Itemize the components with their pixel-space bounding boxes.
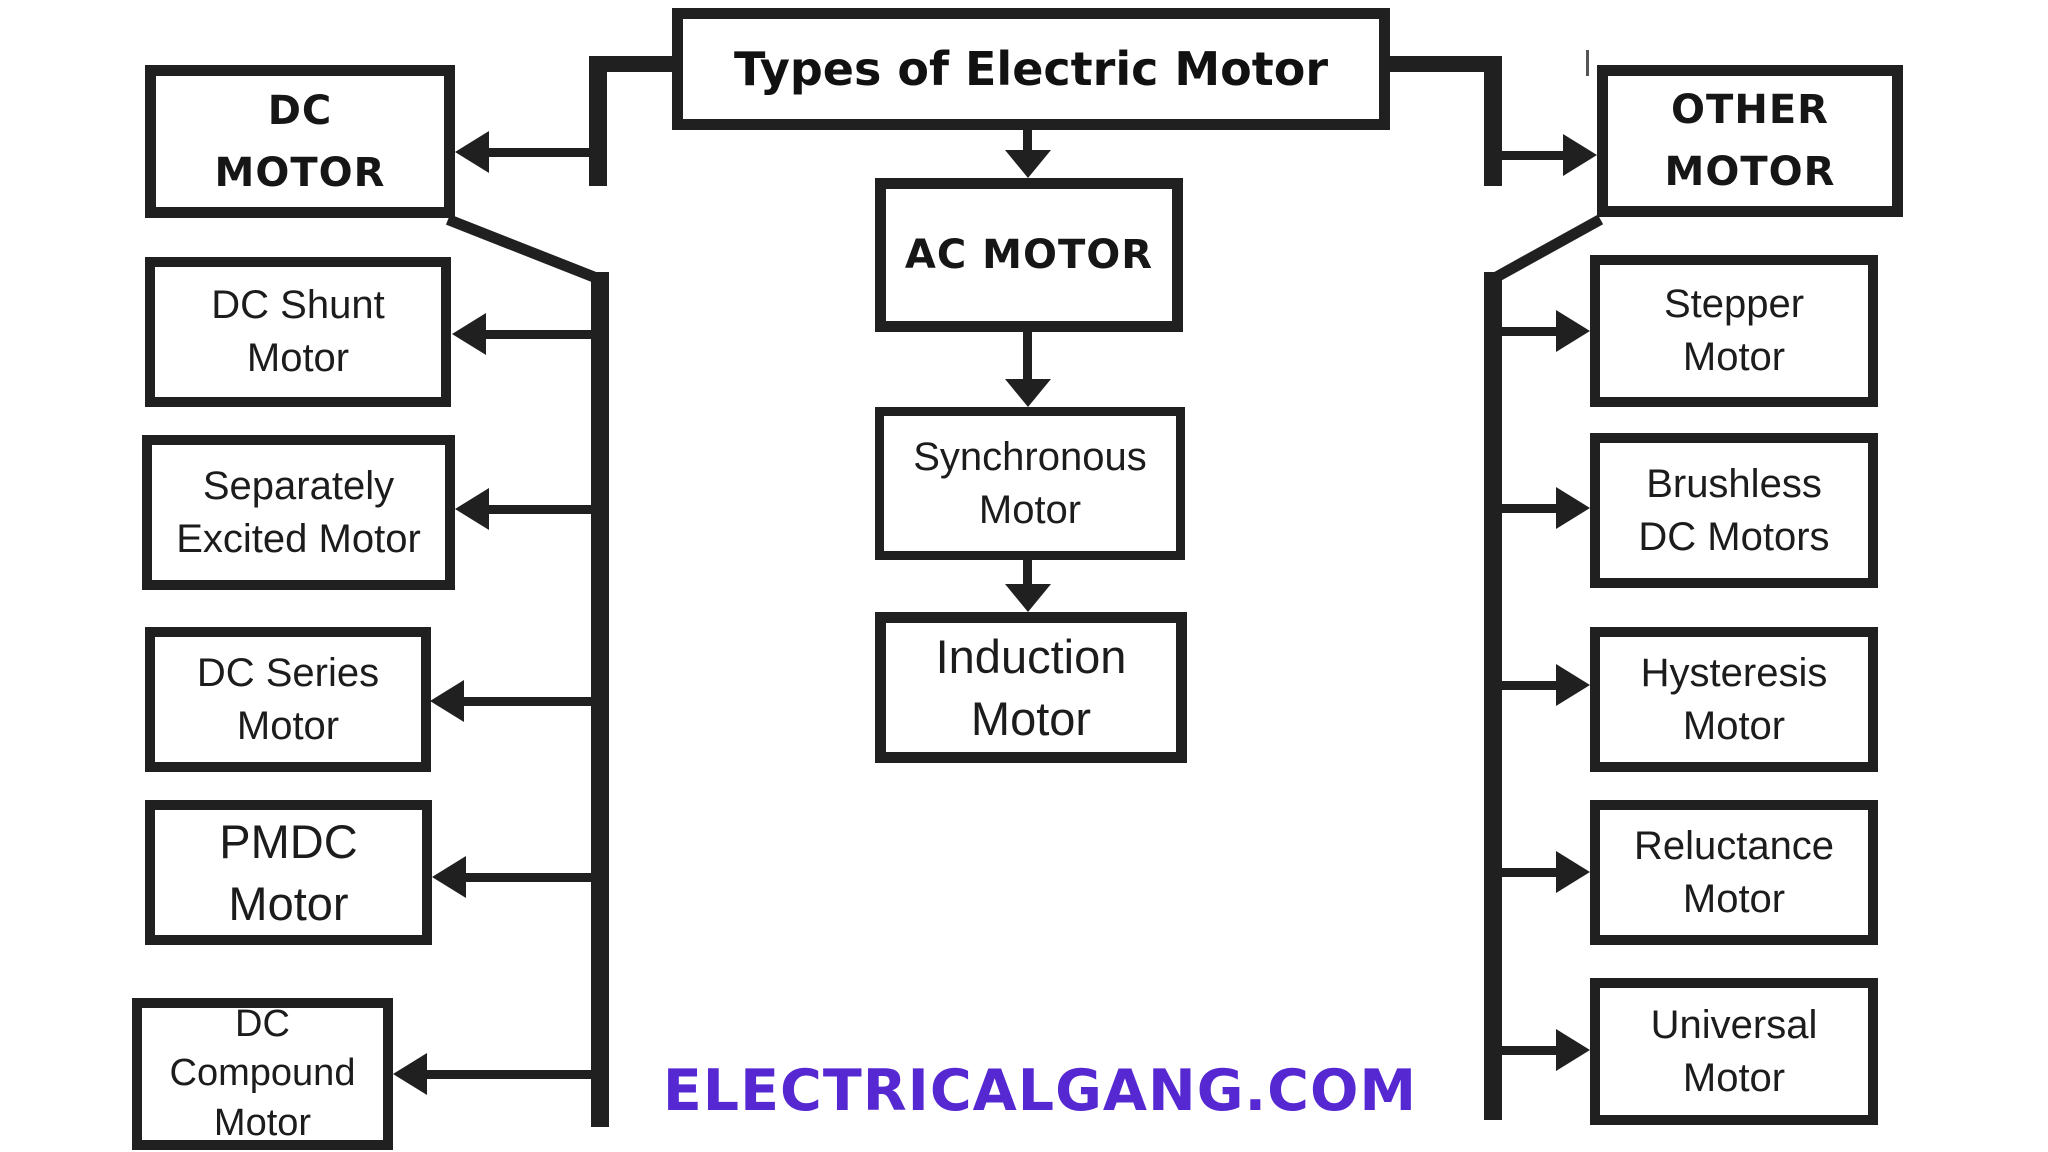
- arrowhead-to-pmdc: [432, 856, 466, 898]
- pmdc-motor-label: PMDC Motor: [219, 815, 358, 930]
- connector-root-left-vertical: [589, 56, 607, 186]
- separately-excited-motor-label: Separately Excited Motor: [176, 463, 421, 561]
- connector-root-to-ac: [1023, 130, 1032, 156]
- connector-to-dc-motor: [484, 148, 591, 157]
- category-box-ac-motor: AC MOTOR: [875, 178, 1183, 332]
- box-universal-motor: Universal Motor: [1590, 978, 1878, 1125]
- other-motor-label-line2: MOTOR: [1664, 149, 1836, 195]
- connector-to-universal: [1500, 1046, 1560, 1055]
- connector-synchronous-to-induction: [1023, 560, 1032, 586]
- induction-motor-label: Induction Motor: [935, 630, 1127, 745]
- box-induction-motor: Induction Motor: [875, 612, 1187, 763]
- arrowhead-to-dc-shunt: [452, 313, 486, 355]
- brushless-dc-motors-label: Brushless DC Motors: [1638, 461, 1830, 559]
- connector-to-dc-series: [458, 697, 591, 706]
- arrowhead-to-separately-excited: [455, 488, 489, 530]
- root-box-types-of-electric-motor: Types of Electric Motor: [672, 8, 1390, 130]
- connector-to-separately-excited: [483, 505, 591, 514]
- connector-root-left-horizontal: [589, 56, 676, 72]
- arrowhead-root-to-ac: [1005, 150, 1051, 178]
- connector-to-other-motor: [1500, 151, 1566, 160]
- dc-series-motor-label: DC Series Motor: [196, 650, 380, 748]
- connector-ac-to-synchronous: [1023, 332, 1032, 382]
- dc-motor-label-line2: MOTOR: [214, 149, 386, 196]
- connector-to-reluctance: [1500, 868, 1560, 877]
- category-box-dc-motor: DC MOTOR: [145, 65, 455, 218]
- universal-motor-label: Universal Motor: [1650, 1002, 1818, 1100]
- dc-motor-label-line1: DC: [267, 87, 333, 134]
- other-motor-label-line1: OTHER: [1671, 87, 1829, 133]
- arrowhead-to-dc-motor: [455, 131, 489, 173]
- ac-motor-label: AC MOTOR: [904, 232, 1154, 278]
- box-reluctance-motor: Reluctance Motor: [1590, 800, 1878, 945]
- box-dc-series-motor: DC Series Motor: [145, 627, 431, 772]
- arrowhead-to-reluctance: [1556, 851, 1590, 893]
- connector-root-right-vertical: [1484, 56, 1502, 186]
- connector-to-pmdc: [460, 873, 591, 882]
- connector-to-dc-compound: [421, 1070, 591, 1079]
- arrowhead-to-dc-compound: [393, 1053, 427, 1095]
- arrowhead-to-universal: [1556, 1029, 1590, 1071]
- connector-to-hysteresis: [1500, 681, 1560, 690]
- box-pmdc-motor: PMDC Motor: [145, 800, 432, 945]
- category-box-other-motor: OTHER MOTOR: [1597, 65, 1903, 217]
- connector-other-trunk: [1484, 272, 1502, 1120]
- connector-to-brushless: [1500, 504, 1560, 513]
- website-watermark: ELECTRICALGANG.COM: [640, 1052, 1440, 1130]
- stray-tick-mark: [1586, 50, 1589, 76]
- box-hysteresis-motor: Hysteresis Motor: [1590, 627, 1878, 772]
- box-synchronous-motor: Synchronous Motor: [875, 407, 1185, 560]
- website-url: ELECTRICALGANG.COM: [662, 1058, 1418, 1124]
- connector-root-right-horizontal: [1390, 56, 1502, 72]
- box-dc-compound-motor: DC Compound Motor: [132, 998, 393, 1150]
- hysteresis-motor-label: Hysteresis Motor: [1640, 650, 1828, 748]
- synchronous-motor-label: Synchronous Motor: [913, 434, 1147, 532]
- arrowhead-to-dc-series: [430, 680, 464, 722]
- arrowhead-to-hysteresis: [1556, 664, 1590, 706]
- box-stepper-motor: Stepper Motor: [1590, 255, 1878, 407]
- connector-other-diagonal: [1489, 214, 1604, 285]
- dc-compound-motor-label: DC Compound Motor: [169, 1002, 356, 1144]
- box-dc-shunt-motor: DC Shunt Motor: [145, 257, 451, 407]
- connector-dc-trunk: [591, 272, 609, 1127]
- arrowhead-ac-to-synchronous: [1005, 379, 1051, 407]
- dc-shunt-motor-label: DC Shunt Motor: [211, 283, 385, 380]
- arrowhead-synchronous-to-induction: [1005, 584, 1051, 612]
- box-separately-excited-motor: Separately Excited Motor: [142, 435, 455, 590]
- arrowhead-to-stepper: [1556, 310, 1590, 352]
- connector-to-stepper: [1500, 327, 1560, 336]
- arrowhead-to-other-motor: [1563, 134, 1597, 176]
- connector-to-dc-shunt: [480, 330, 591, 339]
- stepper-motor-label: Stepper Motor: [1663, 282, 1805, 379]
- reluctance-motor-label: Reluctance Motor: [1633, 823, 1835, 921]
- connector-dc-diagonal: [445, 214, 603, 285]
- diagram-title: Types of Electric Motor: [733, 42, 1329, 96]
- box-brushless-dc-motors: Brushless DC Motors: [1590, 433, 1878, 588]
- arrowhead-to-brushless: [1556, 487, 1590, 529]
